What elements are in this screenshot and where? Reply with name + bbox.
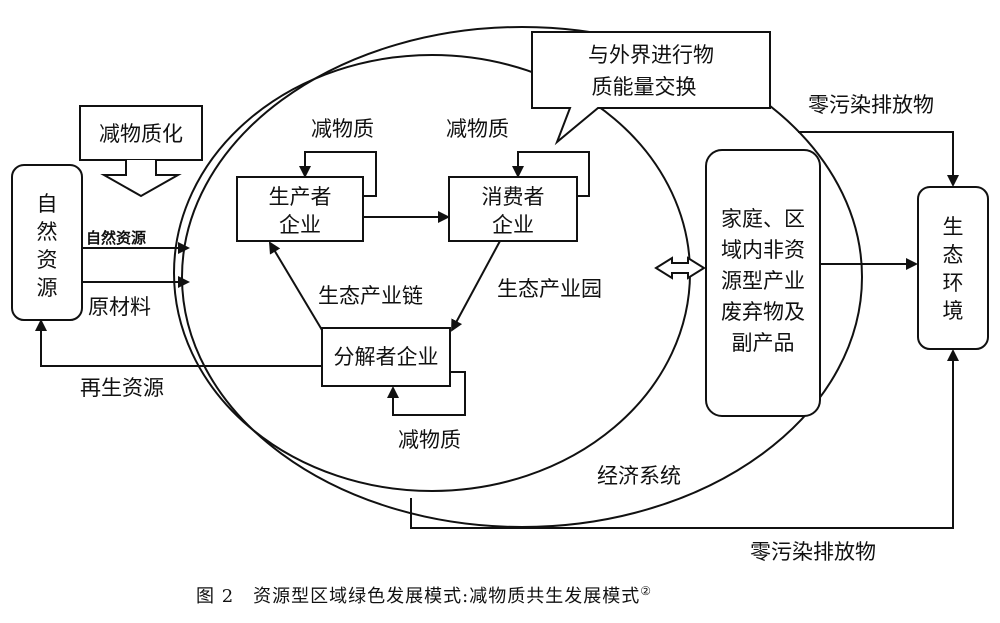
natural-resources-char-2: 然 [37, 220, 58, 244]
zero-pollution-bottom-label: 零污染排放物 [750, 540, 876, 564]
renewable-resources-label: 再生资源 [80, 376, 164, 400]
natural-resources-char-4: 源 [37, 276, 58, 300]
eco-environment-box [917, 186, 989, 350]
natural-resources-char-1: 自 [37, 192, 58, 216]
consumer-to-decomposer-arrow [451, 240, 501, 332]
household-waste-line3: 源型产业 [721, 269, 805, 293]
household-waste-line4: 废弃物及 [721, 300, 805, 324]
dematerialization-label: 减物质化 [99, 122, 183, 146]
natural-resources-box [11, 164, 83, 321]
figure-caption-footnote: ② [640, 584, 652, 598]
decomposer-to-producer-arrow [268, 241, 323, 331]
natural-resources-flow-label: 自然资源 [86, 229, 146, 247]
renewable-resources-arrow [35, 319, 322, 367]
eco-environment-char-4: 境 [943, 299, 964, 323]
producer-reduce-loop [299, 151, 377, 197]
producer-box [236, 176, 364, 242]
zero-pollution-top-label: 零污染排放物 [808, 93, 934, 117]
zero-pollution-top-arrow [798, 131, 959, 187]
eco-environment-char-3: 环 [943, 271, 964, 295]
dematerialization-box [79, 105, 203, 161]
household-waste-line5: 副产品 [732, 331, 795, 355]
consumer-box [448, 176, 578, 242]
exchange-callout [531, 31, 771, 146]
figure-caption: 图 2 资源型区域绿色发展模式:减物质共生发展模式② [196, 584, 652, 607]
decomposer-reduce-label: 减物质 [398, 428, 461, 452]
household-waste-line1: 家庭、区 [721, 207, 805, 231]
producer-label-line1: 生产者 [269, 185, 332, 209]
decomposer-reduce-loop [387, 371, 466, 416]
producer-reduce-label: 减物质 [311, 117, 374, 141]
raw-materials-label: 原材料 [88, 295, 151, 319]
eco-industrial-park-ellipse [173, 54, 691, 492]
household-waste-box [705, 149, 821, 417]
exchange-callout-line2: 质能量交换 [592, 75, 697, 99]
zero-pollution-bottom-arrow [410, 349, 959, 529]
economic-system-label: 经济系统 [597, 464, 681, 488]
figure-caption-text: 图 2 资源型区域绿色发展模式:减物质共生发展模式 [196, 586, 640, 607]
bidirectional-arrow [654, 256, 706, 280]
eco-industrial-park-label: 生态产业园 [497, 277, 602, 301]
producer-label-line2: 企业 [279, 213, 321, 237]
eco-environment-char-2: 态 [943, 243, 964, 267]
dematerialization-arrow [100, 160, 182, 198]
consumer-reduce-label: 减物质 [446, 117, 509, 141]
decomposer-box [321, 327, 451, 387]
consumer-label-line2: 企业 [492, 213, 534, 237]
exchange-callout-line1: 与外界进行物 [588, 43, 714, 67]
consumer-label-line1: 消费者 [482, 185, 545, 209]
decomposer-label: 分解者企业 [334, 345, 439, 369]
eco-environment-char-1: 生 [943, 215, 964, 239]
natural-resources-char-3: 资 [37, 248, 58, 272]
consumer-reduce-loop [512, 151, 590, 197]
household-waste-line2: 域内非资 [721, 238, 805, 262]
eco-industrial-chain-label: 生态产业链 [318, 284, 423, 308]
